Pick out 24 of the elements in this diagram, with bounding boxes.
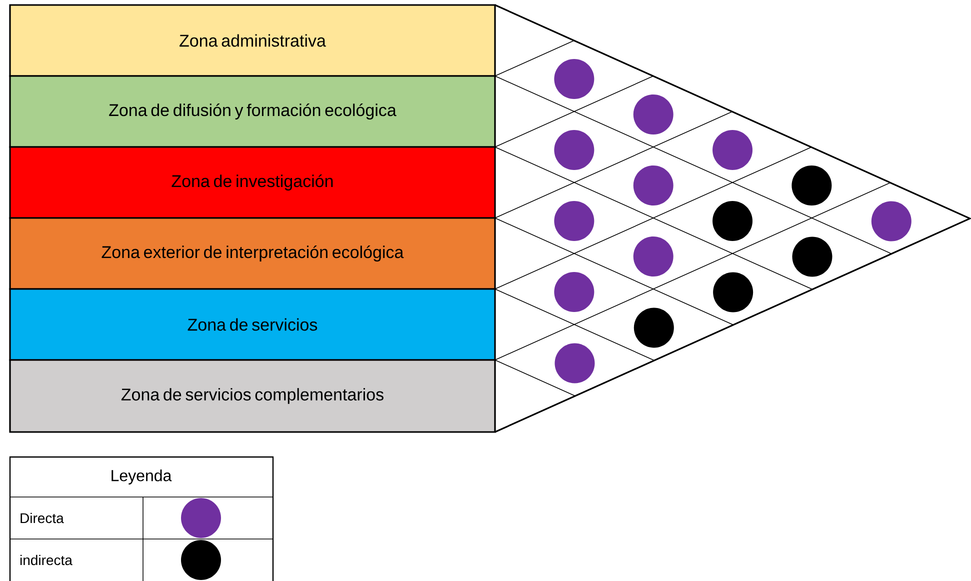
relation-dot — [712, 130, 752, 170]
relation-dot — [634, 308, 674, 348]
relation-dot — [633, 236, 674, 276]
relation-dot — [792, 236, 832, 277]
legend-label: Directa — [20, 512, 64, 524]
relation-dot — [554, 130, 594, 170]
legend-title: Leyenda — [112, 470, 172, 484]
zone-box: Zona de investigación — [9, 146, 496, 219]
zone-box: Zona de servicios — [9, 288, 496, 361]
relation-dot — [554, 343, 595, 384]
legend-label: indirecta — [20, 554, 72, 566]
relation-dot — [792, 166, 832, 206]
zone-box: Zona exterior de interpretación ecológica — [9, 217, 496, 290]
relation-dot — [554, 201, 594, 241]
zone-box: Zona de servicios complementarios — [9, 359, 496, 433]
relation-dot — [633, 94, 674, 134]
relation-dot — [554, 272, 594, 312]
relation-dot — [554, 59, 594, 99]
relation-dot — [713, 272, 754, 312]
zone-box: Zona de difusión y formación ecológica — [9, 75, 496, 148]
zone-box: Zona administrativa — [9, 4, 496, 77]
relation-dot — [712, 201, 752, 241]
relation-dot — [871, 201, 912, 242]
relation-dot — [633, 166, 674, 206]
